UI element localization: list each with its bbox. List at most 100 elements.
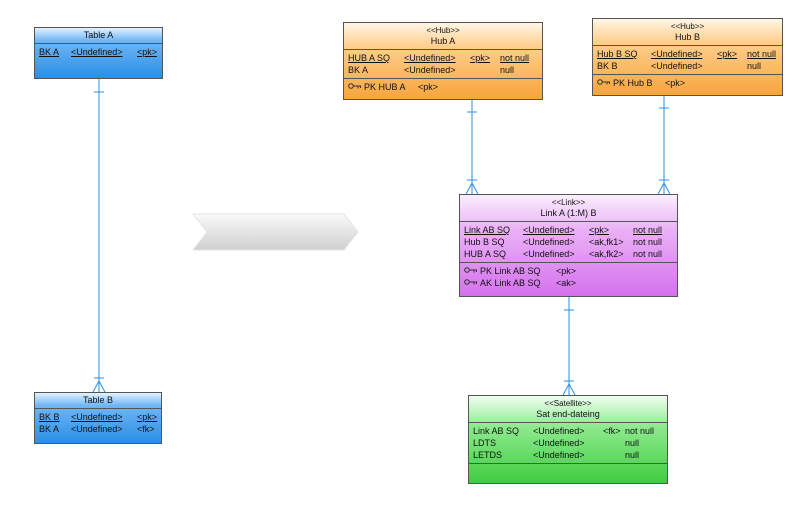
column-type: <Undefined> bbox=[71, 424, 123, 434]
column-type: <Undefined> bbox=[651, 49, 703, 59]
hub-b-header: <<Hub>> Hub B bbox=[593, 19, 782, 46]
column-name: BK A bbox=[39, 47, 60, 57]
satellite-title: Sat end-dateing bbox=[536, 409, 600, 419]
column-type: <Undefined> bbox=[533, 426, 585, 436]
column-null: null bbox=[625, 438, 640, 448]
column-name: Link AB SQ bbox=[464, 225, 511, 235]
key-name: PK HUB A bbox=[364, 82, 406, 92]
key-name: PK Link AB SQ bbox=[480, 266, 541, 276]
link-header: <<Link>> Link A (1:M) B bbox=[460, 195, 677, 222]
column-key: <pk> bbox=[717, 49, 738, 59]
link-row: Link AB SQ <Undefined> <pk> not null bbox=[464, 224, 673, 236]
column-name: Hub B SQ bbox=[597, 49, 638, 59]
satellite-row: LETDS <Undefined> null bbox=[473, 449, 663, 461]
link-row: HUB A SQ <Undefined> <ak,fk2> not null bbox=[464, 248, 673, 260]
column-key bbox=[717, 60, 747, 72]
column-type: <Undefined> bbox=[533, 450, 585, 460]
rel-hub-a-link bbox=[465, 100, 479, 195]
hub-b-key-row: PK Hub B <pk> bbox=[597, 77, 778, 89]
column-type: <Undefined> bbox=[651, 61, 703, 71]
stereotype-label: <<Hub>> bbox=[670, 22, 705, 31]
hub-a-header: <<Hub>> Hub A bbox=[344, 23, 542, 50]
table-b-row: BK A <Undefined> <fk> bbox=[39, 423, 157, 435]
link-entity[interactable]: <<Link>> Link A (1:M) B Link AB SQ <Unde… bbox=[459, 194, 678, 297]
hub-a-title: Hub A bbox=[430, 36, 456, 46]
column-key bbox=[603, 437, 625, 449]
column-null: null bbox=[747, 61, 762, 71]
column-type: <Undefined> bbox=[71, 47, 123, 57]
column-key: <pk> bbox=[589, 225, 610, 235]
satellite-entity[interactable]: <<Satellite>> Sat end-dateing Link AB SQ… bbox=[468, 395, 668, 484]
hub-a-entity[interactable]: <<Hub>> Hub A HUB A SQ <Undefined> <pk> … bbox=[343, 22, 543, 100]
hub-a-row: BK A <Undefined> null bbox=[348, 64, 538, 76]
column-null: null bbox=[500, 65, 515, 75]
key-tag: <pk> bbox=[556, 266, 577, 276]
table-a-row: BK A <Undefined> <pk> bbox=[39, 46, 158, 58]
column-type: <Undefined> bbox=[404, 65, 456, 75]
link-key-row: PK Link AB SQ <pk> bbox=[464, 265, 673, 277]
satellite-row: Link AB SQ <Undefined> <fk> not null bbox=[473, 425, 663, 437]
column-null: not null bbox=[625, 426, 655, 436]
table-b-title: Table B bbox=[35, 393, 161, 409]
key-tag: <pk> bbox=[418, 82, 439, 92]
stereotype-label: <<Link>> bbox=[551, 198, 586, 207]
table-b-entity[interactable]: Table B BK B <Undefined> <pk> BK A <Unde… bbox=[34, 392, 162, 444]
column-type: <Undefined> bbox=[70, 412, 123, 422]
column-null: not null bbox=[633, 225, 663, 235]
column-name: LETDS bbox=[473, 450, 503, 460]
column-name: BK B bbox=[39, 412, 60, 422]
hub-a-key-row: PK HUB A <pk> bbox=[348, 81, 538, 93]
stereotype-label: <<Hub>> bbox=[426, 26, 460, 35]
column-name: BK A bbox=[39, 424, 60, 434]
column-name: HUB A SQ bbox=[464, 249, 507, 259]
key-tag: <ak> bbox=[556, 278, 577, 288]
key-icon bbox=[348, 81, 364, 93]
column-type: <Undefined> bbox=[523, 249, 575, 259]
hub-b-title: Hub B bbox=[674, 32, 700, 42]
rel-table-a-table-b bbox=[92, 79, 106, 393]
column-name: BK A bbox=[348, 65, 369, 75]
column-type: <Undefined> bbox=[523, 225, 575, 235]
column-key bbox=[470, 64, 500, 76]
key-name: PK Hub B bbox=[613, 78, 653, 88]
column-name: Hub B SQ bbox=[464, 237, 505, 247]
link-row: Hub B SQ <Undefined> <ak,fk1> not null bbox=[464, 236, 673, 248]
stereotype-label: <<Satellite>> bbox=[544, 399, 592, 408]
column-type: <Undefined> bbox=[523, 237, 575, 247]
key-name: AK Link AB SQ bbox=[480, 278, 541, 288]
column-null: null bbox=[625, 450, 640, 460]
key-icon bbox=[597, 77, 613, 89]
satellite-header: <<Satellite>> Sat end-dateing bbox=[469, 396, 667, 423]
column-key: <pk> bbox=[136, 412, 157, 422]
column-type: <Undefined> bbox=[404, 53, 456, 63]
column-key: <ak,fk2> bbox=[589, 249, 624, 259]
column-name: HUB A SQ bbox=[348, 53, 391, 63]
hub-b-row: Hub B SQ <Undefined> <pk> not null bbox=[597, 48, 778, 60]
key-icon bbox=[464, 265, 480, 277]
table-b-row: BK B <Undefined> <pk> bbox=[39, 411, 157, 423]
column-type: <Undefined> bbox=[533, 438, 585, 448]
hub-b-entity[interactable]: <<Hub>> Hub B Hub B SQ <Undefined> <pk> … bbox=[592, 18, 783, 96]
column-key: <fk> bbox=[137, 424, 155, 434]
column-key: <ak,fk1> bbox=[589, 237, 624, 247]
satellite-row: LDTS <Undefined> null bbox=[473, 437, 663, 449]
column-key: <fk> bbox=[603, 426, 621, 436]
column-null: not null bbox=[633, 249, 663, 259]
rel-hub-b-link bbox=[657, 96, 671, 195]
column-null: not null bbox=[633, 237, 663, 247]
hub-a-row: HUB A SQ <Undefined> <pk> not null bbox=[348, 52, 538, 64]
hub-b-row: BK B <Undefined> null bbox=[597, 60, 778, 72]
column-name: LDTS bbox=[473, 438, 497, 448]
column-key: <pk> bbox=[137, 47, 158, 57]
key-tag: <pk> bbox=[665, 78, 686, 88]
rel-link-satellite bbox=[562, 297, 576, 396]
column-null: not null bbox=[500, 53, 530, 63]
column-null: not null bbox=[747, 49, 777, 59]
column-key bbox=[603, 449, 625, 461]
table-a-entity[interactable]: Table A BK A <Undefined> <pk> bbox=[34, 27, 163, 79]
column-key: <pk> bbox=[470, 53, 491, 63]
column-name: BK B bbox=[597, 61, 618, 71]
key-icon bbox=[464, 277, 480, 289]
column-name: Link AB SQ bbox=[473, 426, 520, 436]
